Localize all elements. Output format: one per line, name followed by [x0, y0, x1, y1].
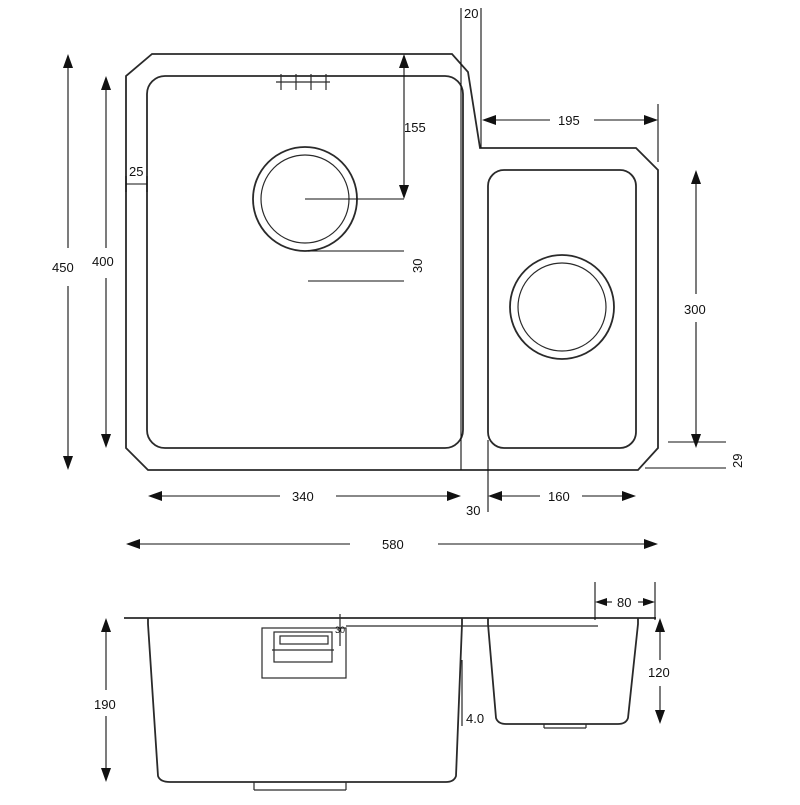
- dim-450-label: 450: [52, 260, 74, 275]
- side-view: 30 4.0 80 120: [94, 582, 670, 791]
- dim-580-label: 580: [382, 537, 404, 552]
- main-bowl: [146, 75, 464, 449]
- small-bowl-profile: [487, 618, 639, 725]
- dim-29: 29: [645, 454, 745, 469]
- dim-580: 580: [126, 537, 658, 552]
- dim-155-label: 155: [404, 120, 426, 135]
- dim-20-label: 20: [464, 6, 478, 21]
- small-waste-outlet: [509, 254, 615, 360]
- dim-30-waste: 30: [308, 250, 425, 282]
- dim-29-label: 29: [730, 454, 745, 468]
- dim-30-gap-label: 30: [466, 503, 480, 518]
- dim-155: 155: [305, 54, 426, 200]
- overflow-box: [261, 627, 347, 679]
- dim-195: 195: [482, 104, 659, 162]
- dim-30-gap: 30: [466, 440, 489, 518]
- dim-300-label: 300: [684, 302, 706, 317]
- dim-80-label: 80: [617, 595, 631, 610]
- dim-400-label: 400: [92, 254, 114, 269]
- dim-20: 20: [460, 6, 482, 470]
- dim-400: 400: [92, 76, 114, 448]
- dim-340-label: 340: [292, 489, 314, 504]
- dim-30-waste-label: 30: [410, 259, 425, 273]
- main-bowl-profile: [147, 618, 463, 783]
- plan-view: 20 155 195 25: [52, 6, 745, 552]
- dim-4: 4.0: [461, 660, 484, 726]
- dim-120-label: 120: [648, 665, 670, 680]
- dim-4-label: 4.0: [466, 711, 484, 726]
- dim-30-flange-label: 30: [335, 625, 345, 635]
- dim-300: 300: [668, 170, 726, 448]
- dim-25: 25: [125, 164, 148, 192]
- dim-25-label: 25: [129, 164, 143, 179]
- dim-80: 80: [594, 582, 656, 620]
- dim-160-label: 160: [548, 489, 570, 504]
- sink-outer-outline: [125, 53, 659, 471]
- dim-190-label: 190: [94, 697, 116, 712]
- dim-120: 120: [648, 618, 670, 724]
- dim-190: 190: [94, 618, 116, 782]
- overflow-slot-marks: [276, 74, 330, 90]
- dim-195-label: 195: [558, 113, 580, 128]
- dim-30-flange: 30: [335, 614, 598, 646]
- small-bowl: [487, 169, 637, 449]
- dim-450: 450: [52, 54, 74, 470]
- dim-160: 160: [488, 489, 636, 504]
- dim-340: 340: [148, 489, 461, 504]
